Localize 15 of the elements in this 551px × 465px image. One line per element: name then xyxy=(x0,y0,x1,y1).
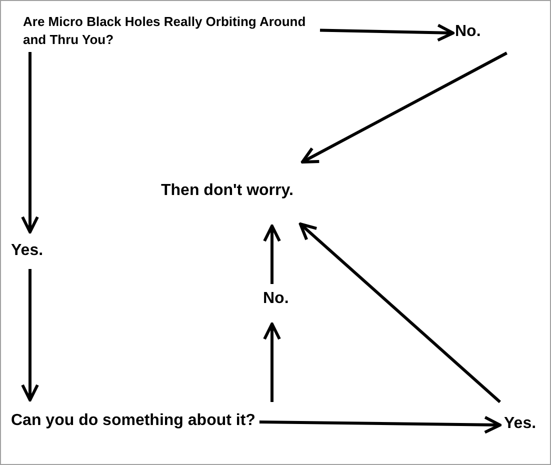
arrow xyxy=(259,416,502,434)
arrow xyxy=(263,322,281,402)
flow-text: Can you do something about it? xyxy=(11,409,256,433)
flow-text: No. xyxy=(263,287,289,311)
flow-text: Yes. xyxy=(11,239,44,263)
arrow xyxy=(21,52,39,234)
arrow xyxy=(300,52,508,164)
flow-text: Yes. xyxy=(504,412,536,436)
arrow xyxy=(21,269,39,402)
arrow xyxy=(320,24,454,42)
flow-text: No. xyxy=(455,20,481,44)
flow-text: Are Micro Black Holes Really Orbiting Around and Thru You? xyxy=(23,13,323,49)
arrow xyxy=(263,224,281,284)
arrow xyxy=(298,222,501,404)
flow-text: Then don't worry. xyxy=(161,179,294,203)
